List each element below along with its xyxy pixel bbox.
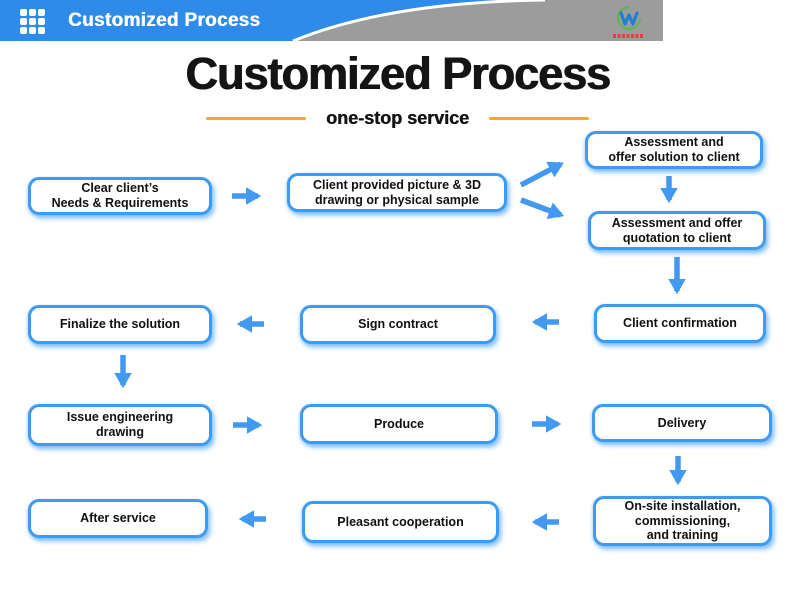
slide-subtitle: one-stop service <box>325 108 470 128</box>
flow-node-client-confirmation: Client confirmation <box>594 304 766 343</box>
subtitle-line-right <box>489 117 590 120</box>
subtitle-row: one-stop service <box>0 108 795 129</box>
flow-node-assess-quotation: Assessment and offer quotation to client <box>588 211 766 250</box>
company-logo-icon <box>608 4 652 46</box>
subtitle-line-left <box>205 117 306 120</box>
grid-icon <box>20 9 45 34</box>
flow-node-client-provided: Client provided picture & 3D drawing or … <box>287 173 507 212</box>
header-title: Customized Process <box>68 9 261 31</box>
flow-node-onsite-install: On-site installation, commissioning, and… <box>593 496 772 546</box>
flow-node-assess-solution: Assessment and offer solution to client <box>585 131 763 169</box>
arrow-provided-to-quotation <box>520 197 565 219</box>
flow-node-produce: Produce <box>300 404 498 444</box>
arrow-provided-to-solution <box>519 161 564 188</box>
slide-title: Customized Process <box>185 48 611 99</box>
flow-node-issue-drawing: Issue engineering drawing <box>28 404 212 446</box>
flow-node-clear-needs: Clear client’s Needs & Requirements <box>28 177 212 215</box>
flow-node-delivery: Delivery <box>592 404 772 442</box>
flow-node-sign-contract: Sign contract <box>300 305 496 344</box>
flow-node-pleasant-coop: Pleasant cooperation <box>302 501 499 543</box>
flow-node-after-service: After service <box>28 499 208 538</box>
header-bar: Customized Process <box>0 0 663 41</box>
logo-caption <box>613 34 643 38</box>
header-background <box>0 0 663 41</box>
flow-node-finalize-solution: Finalize the solution <box>28 305 212 344</box>
